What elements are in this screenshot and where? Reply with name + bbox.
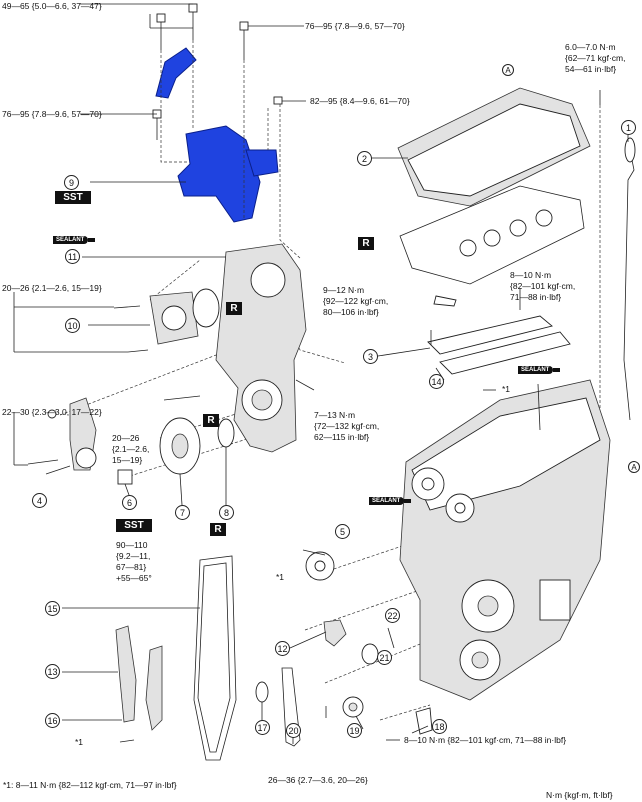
callout-8: 8 xyxy=(219,505,234,520)
torque-label: {62—71 kgf·cm, xyxy=(565,53,626,63)
callout-1: 1 xyxy=(621,120,636,135)
torque-label: 62—115 in·lbf} xyxy=(314,432,370,442)
torque-label: 15—19} xyxy=(112,455,143,465)
torque-label: 8—10 N·m {82—101 kgf·cm, 71—88 in·lbf} xyxy=(404,735,567,745)
replace-badge: R xyxy=(210,523,226,536)
callout-10: 10 xyxy=(65,318,80,333)
footnote: *1: 8—11 N·m {82—112 kgf·cm, 71—97 in·lb… xyxy=(3,780,177,790)
torque-label: 67—81} xyxy=(116,562,147,572)
torque-label: 6.0—7.0 N·m xyxy=(565,42,616,52)
oil-level-gauge xyxy=(623,137,636,421)
torque-label: {72—132 kgf·cm, xyxy=(314,421,380,431)
replace-badge: R xyxy=(226,302,242,315)
torque-label: 8—10 N·m xyxy=(510,270,552,280)
units-note: N·m {kgf·m, ft·lbf} xyxy=(546,790,613,800)
torque-label: 9—12 N·m xyxy=(323,285,365,295)
sealant-icon: SEALANT xyxy=(518,366,561,374)
note-star: *1 xyxy=(502,384,511,394)
callout-13: 13 xyxy=(45,664,60,679)
torque-label: 54—61 in·lbf} xyxy=(565,64,617,74)
callout-12: 12 xyxy=(275,641,290,656)
callout-11: 11 xyxy=(65,249,80,264)
callout-2: 2 xyxy=(357,151,372,166)
callout-5: 5 xyxy=(335,524,350,539)
engine-mount-bracket xyxy=(155,47,279,223)
cylinder-head-cover xyxy=(397,87,591,285)
callout-6: 6 xyxy=(122,495,137,510)
torque-label: 26—36 {2.7—3.6, 20—26} xyxy=(268,775,368,785)
torque-label: 82—95 {8.4—9.6, 61—70} xyxy=(310,96,410,106)
replace-badge: R xyxy=(203,414,219,427)
torque-label: {92—122 kgf·cm, xyxy=(323,296,389,306)
torque-label: {82—101 kgf·cm, xyxy=(510,281,576,291)
torque-label: 71—88 in·lbf} xyxy=(510,292,562,302)
callout-4: 4 xyxy=(32,493,47,508)
seal-plate-assembly xyxy=(427,295,571,375)
callout-15: 15 xyxy=(45,601,60,616)
callout-9: 9 xyxy=(64,175,79,190)
torque-label: 80—106 in·lbf} xyxy=(323,307,379,317)
torque-label: +55—65° xyxy=(116,573,152,583)
torque-label: {9.2—11, xyxy=(116,551,151,561)
callout-a: A xyxy=(628,461,640,473)
torque-label: 7—13 N·m xyxy=(314,410,356,420)
water-pump-assembly xyxy=(113,288,220,353)
note-star: *1 xyxy=(75,737,84,747)
callout-22: 22 xyxy=(385,608,400,623)
callout-a: A xyxy=(502,64,514,76)
callout-7: 7 xyxy=(175,505,190,520)
callout-21: 21 xyxy=(377,650,392,665)
callout-14: 14 xyxy=(429,374,444,389)
sst-badge: SST xyxy=(116,519,152,532)
crankshaft-pulley xyxy=(117,395,235,485)
torque-label: 22—30 {2.3—3.0, 17—22} xyxy=(2,407,102,417)
torque-label: 90—110 xyxy=(116,540,148,550)
callout-19: 19 xyxy=(347,723,362,738)
torque-label: 20—26 xyxy=(112,433,140,443)
drive-belt-tensioner xyxy=(27,397,97,471)
torque-label: {2.1—2.6, xyxy=(112,444,150,454)
sealant-icon: SEALANT xyxy=(369,497,412,505)
callout-leaders xyxy=(13,3,629,744)
callout-3: 3 xyxy=(363,349,378,364)
torque-label: 76—95 {7.8—9.6, 57—70} xyxy=(2,109,102,119)
callout-20: 20 xyxy=(286,723,301,738)
callout-18: 18 xyxy=(432,719,447,734)
timing-chain-cover xyxy=(215,243,307,453)
engine-block xyxy=(399,379,611,701)
torque-label: 49—65 {5.0—6.6, 37—47} xyxy=(2,1,102,11)
sst-badge: SST xyxy=(55,191,91,204)
torque-label: 20—26 {2.1—2.6, 15—19} xyxy=(2,283,102,293)
replace-badge: R xyxy=(358,237,374,250)
callout-17: 17 xyxy=(255,720,270,735)
callout-16: 16 xyxy=(45,713,60,728)
note-star: *1 xyxy=(276,572,285,582)
torque-label: 76—95 {7.8—9.6, 57—70} xyxy=(305,21,405,31)
sealant-icon: SEALANT xyxy=(53,236,96,244)
